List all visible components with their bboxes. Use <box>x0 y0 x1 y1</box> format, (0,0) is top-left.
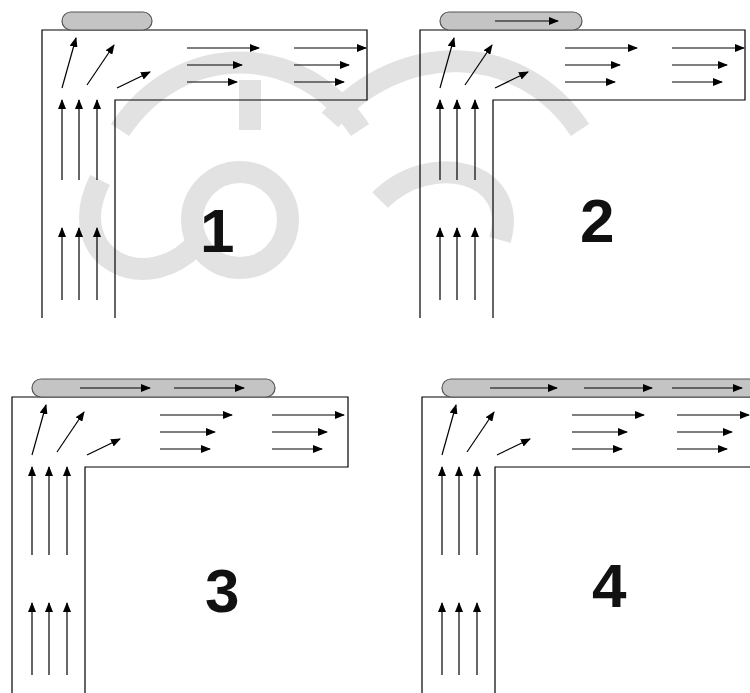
flow-arrow <box>565 64 620 65</box>
flow-arrow <box>48 467 49 555</box>
flow-arrow <box>66 467 67 555</box>
flow-arrow <box>272 448 322 449</box>
flow-arrow <box>117 72 150 88</box>
flow-arrow <box>441 603 442 675</box>
flow-arrow <box>456 100 457 180</box>
flow-arrow <box>495 72 528 88</box>
flow-arrow <box>439 100 440 180</box>
flow-arrow <box>465 45 492 85</box>
flow-arrow <box>572 448 622 449</box>
flow-arrow <box>497 439 530 455</box>
panel-number: 3 <box>205 560 239 622</box>
flow-arrow <box>160 431 215 432</box>
flow-arrow <box>565 47 637 48</box>
flow-arrow <box>294 47 366 48</box>
film-arrow <box>495 20 558 21</box>
flow-arrow <box>96 100 97 180</box>
flow-arrow <box>294 81 344 82</box>
panel-number: 2 <box>580 190 614 252</box>
channel-wall <box>42 30 367 318</box>
flow-arrow <box>672 64 727 65</box>
deposit-layer <box>442 379 750 397</box>
flow-arrow <box>439 228 440 300</box>
flow-arrow <box>458 467 459 555</box>
flow-arrow <box>78 228 79 300</box>
flow-arrow <box>456 228 457 300</box>
flow-arrow <box>677 448 727 449</box>
flow-arrow <box>672 81 722 82</box>
flow-arrow <box>32 405 46 455</box>
flow-arrow <box>187 47 259 48</box>
flow-arrow <box>294 64 349 65</box>
flow-arrow <box>61 100 62 180</box>
flow-arrow <box>672 47 744 48</box>
flow-arrow <box>187 64 242 65</box>
film-arrow <box>672 387 742 388</box>
flow-arrow <box>572 431 627 432</box>
deposit-layer <box>62 12 152 30</box>
flow-arrow <box>187 81 237 82</box>
flow-arrow <box>572 414 644 415</box>
flow-arrow <box>565 81 615 82</box>
flow-arrow <box>31 603 32 675</box>
flow-arrow <box>87 45 114 85</box>
deposit-layer <box>440 12 582 30</box>
flow-arrow <box>441 467 442 555</box>
channel-wall <box>12 397 348 693</box>
flow-arrow <box>62 38 76 88</box>
panel-number: 1 <box>200 200 234 262</box>
flow-arrow <box>31 467 32 555</box>
channel-wall <box>420 30 745 318</box>
flow-arrow <box>476 467 477 555</box>
flow-arrow <box>677 431 732 432</box>
flow-arrow <box>160 448 210 449</box>
flow-arrow <box>66 603 67 675</box>
watermark-logo <box>90 61 580 269</box>
flow-arrow <box>160 414 232 415</box>
film-arrow <box>584 387 652 388</box>
flow-arrow <box>272 414 344 415</box>
flow-arrow <box>78 100 79 180</box>
flow-arrow <box>467 412 494 452</box>
flow-arrow <box>48 603 49 675</box>
flow-arrow <box>474 228 475 300</box>
flow-arrow <box>272 431 327 432</box>
flow-arrow <box>57 412 84 452</box>
flow-arrow <box>476 603 477 675</box>
film-arrow <box>80 387 150 388</box>
flow-arrow <box>87 439 120 455</box>
flow-arrow <box>442 405 456 455</box>
film-arrow <box>174 387 244 388</box>
panel-number: 4 <box>592 555 626 617</box>
flow-arrow <box>677 414 749 415</box>
flow-arrow <box>440 38 454 88</box>
flow-arrow <box>61 228 62 300</box>
flow-arrow <box>458 603 459 675</box>
flow-arrow <box>96 228 97 300</box>
deposit-layer <box>32 379 275 397</box>
channel-wall <box>422 397 750 693</box>
flow-arrow <box>474 100 475 180</box>
film-arrow <box>490 387 557 388</box>
